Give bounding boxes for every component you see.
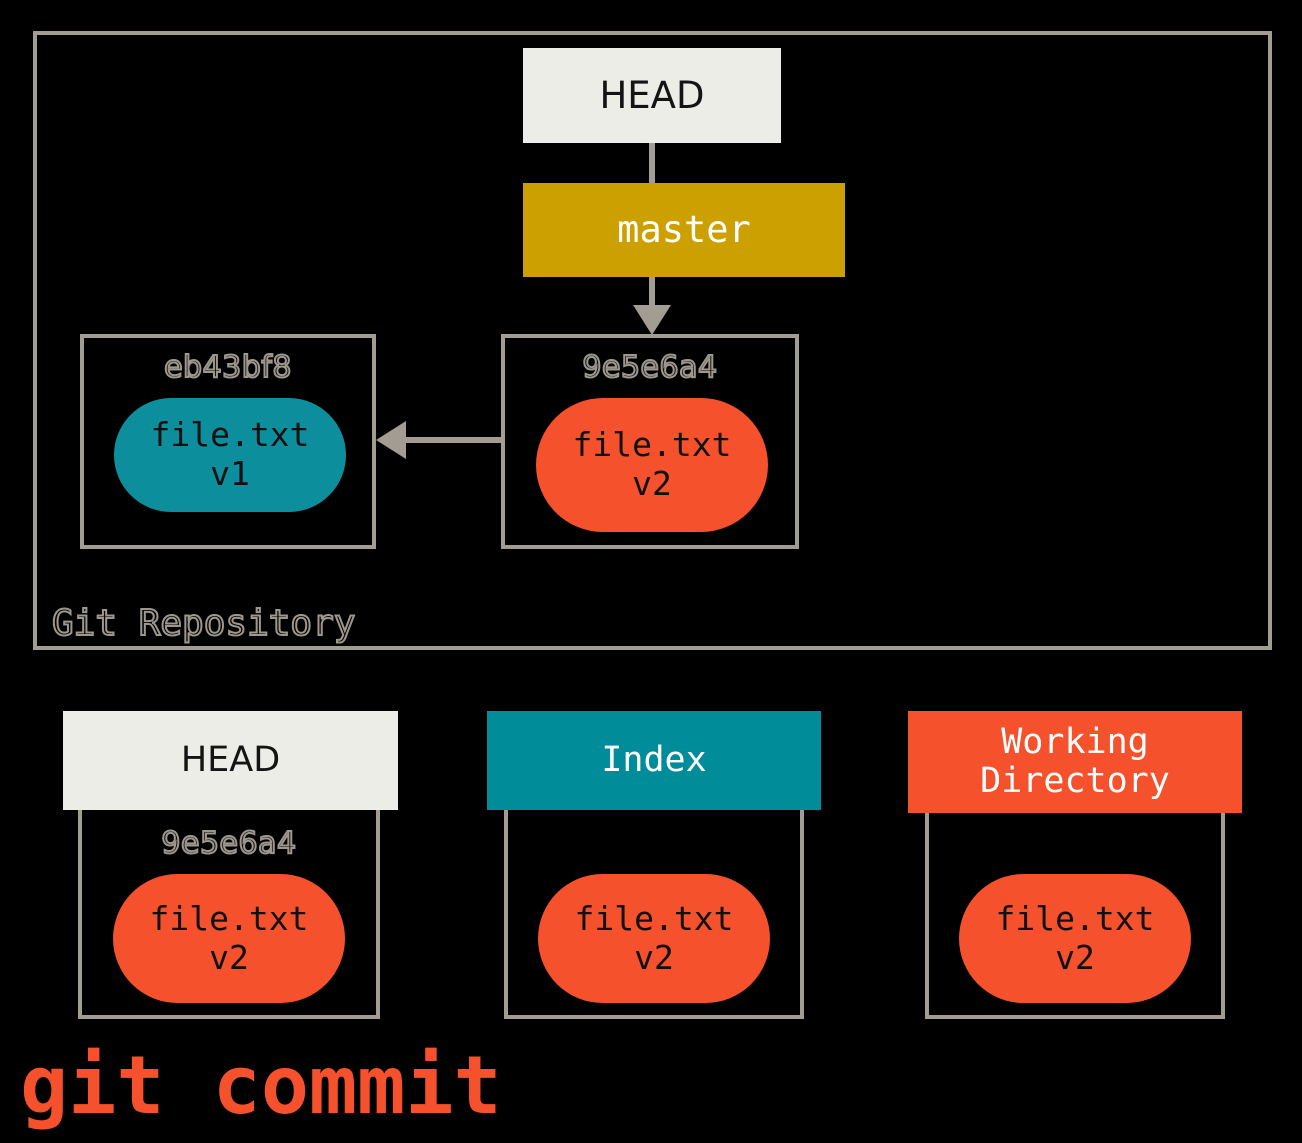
area-panel-index (504, 810, 804, 1019)
commit-blob-9e5e6a4-filename: file.txt (572, 425, 732, 465)
repo-master-branch: master (523, 183, 845, 277)
area-head-hash: 9e5e6a4 (160, 825, 297, 862)
git-repository-frame (33, 31, 1272, 650)
commit-parent-link-line (406, 437, 503, 443)
area-header-head[interactable]: HEAD (63, 711, 398, 810)
commit-hash-eb43bf8: eb43bf8 (163, 349, 292, 386)
area-header-index-label: Index (601, 739, 707, 780)
area-index-blob-version: v2 (634, 937, 674, 977)
git-repository-label: Git Repository (51, 602, 356, 645)
area-header-working-directory-label: Working Directory (980, 721, 1170, 801)
commit-blob-eb43bf8-version: v1 (210, 454, 250, 493)
area-head-blob-version: v2 (209, 937, 249, 977)
area-index-blob-filename: file.txt (574, 898, 734, 938)
area-header-index[interactable]: Index (487, 711, 821, 810)
repo-head-pointer: HEAD (523, 48, 781, 143)
area-working-directory-blob: file.txt v2 (959, 874, 1191, 1003)
repo-head-pointer-label: HEAD (599, 73, 705, 117)
commit-blob-9e5e6a4: file.txt v2 (536, 398, 768, 532)
area-header-head-label: HEAD (180, 739, 281, 780)
head-to-master-connector (649, 143, 655, 183)
commit-blob-eb43bf8-filename: file.txt (150, 415, 310, 455)
master-to-commit-arrowhead (633, 305, 671, 335)
master-to-commit-connector (649, 277, 655, 309)
commit-box-eb43bf8 (80, 334, 376, 549)
commit-box-9e5e6a4 (501, 334, 799, 549)
area-head-blob-filename: file.txt (149, 898, 309, 938)
area-working-directory-blob-filename: file.txt (995, 898, 1155, 938)
area-working-directory-blob-version: v2 (1055, 937, 1095, 977)
area-panel-working-directory (925, 813, 1225, 1019)
diagram-caption: git commit (20, 1039, 502, 1132)
area-index-blob: file.txt v2 (538, 874, 770, 1003)
commit-blob-9e5e6a4-version: v2 (632, 464, 672, 503)
commit-blob-eb43bf8: file.txt v1 (114, 398, 346, 512)
area-panel-head (78, 810, 380, 1019)
repo-master-branch-label: master (617, 208, 751, 252)
area-head-blob: file.txt v2 (113, 874, 345, 1003)
commit-parent-link-arrowhead (376, 421, 406, 459)
commit-hash-9e5e6a4: 9e5e6a4 (581, 349, 718, 386)
area-header-working-directory[interactable]: Working Directory (908, 711, 1242, 813)
